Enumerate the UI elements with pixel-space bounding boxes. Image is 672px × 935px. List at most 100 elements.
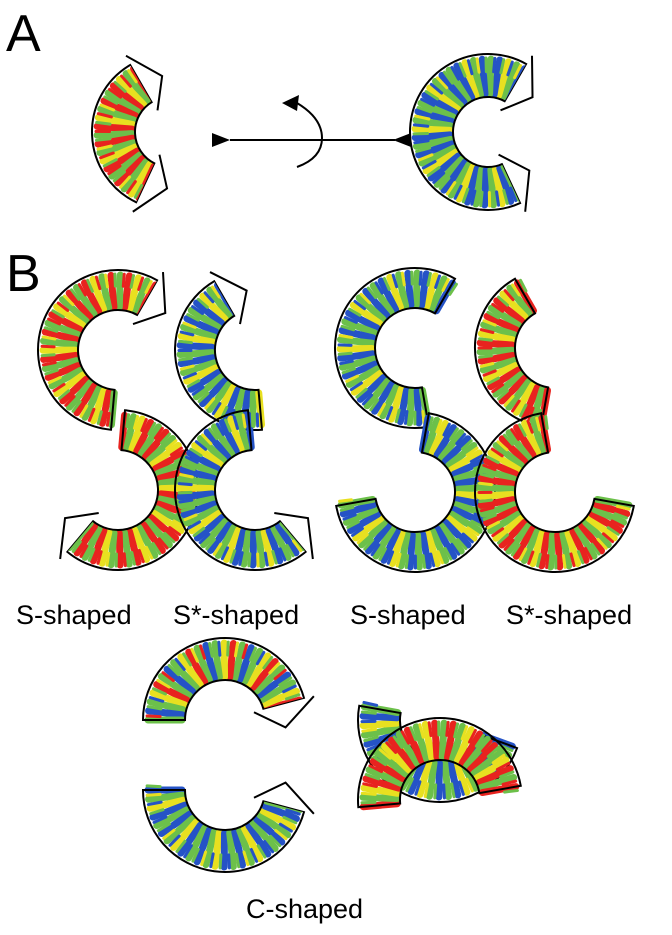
helix-stroke	[179, 484, 191, 485]
helix-stroke	[415, 141, 428, 143]
caption-s-shaped-2: S-shaped	[350, 602, 466, 629]
helix-stroke	[422, 274, 427, 306]
helix-stroke	[480, 356, 492, 357]
helix-stroke	[477, 59, 479, 72]
shape-s1-top	[38, 270, 165, 430]
helix-stroke	[111, 275, 114, 307]
shape-c1-bottom	[143, 783, 314, 872]
helix-stroke	[220, 855, 221, 868]
helix-stroke	[363, 797, 397, 798]
shape-s1-bottom	[60, 410, 198, 570]
helix-stroke	[97, 122, 110, 124]
shape-s2-bottom	[175, 410, 313, 570]
helix-stroke	[230, 643, 234, 677]
mirror-arrow-icon	[212, 133, 411, 147]
helix-stroke	[363, 729, 376, 731]
helix-stroke	[180, 494, 212, 497]
helix-stroke	[480, 350, 512, 352]
shape-s3-bottom	[336, 413, 495, 572]
helix-stroke	[243, 415, 245, 427]
helix-stroke	[106, 275, 108, 287]
helix-stroke	[219, 642, 220, 655]
helix-stroke	[362, 793, 375, 794]
shape-a-right	[410, 54, 533, 212]
helix-stroke	[180, 353, 212, 355]
helix-stroke	[480, 339, 492, 340]
helix-stroke	[147, 716, 160, 717]
helix-stroke	[418, 535, 420, 567]
helix-stroke	[481, 192, 482, 205]
helix-stroke	[410, 391, 412, 423]
helix-stroke	[490, 59, 491, 94]
caption-s-shaped-1: S-shaped	[16, 602, 132, 629]
helix-stroke	[215, 833, 219, 867]
helix-stroke	[435, 785, 436, 798]
helix-stroke	[563, 555, 565, 567]
helix-stroke	[414, 125, 427, 126]
helix-stroke	[429, 723, 431, 736]
helix-stroke	[558, 535, 560, 567]
helix-stroke	[494, 58, 495, 71]
caption-c-shaped: C-shaped	[246, 896, 363, 923]
helix-stroke	[497, 192, 499, 205]
helix-stroke	[416, 273, 417, 305]
helix-stroke	[125, 276, 130, 308]
helix-stroke	[363, 723, 397, 725]
helix-stroke	[43, 337, 55, 339]
helix-stroke	[265, 553, 267, 565]
helix-stroke	[340, 500, 352, 501]
helix-stroke	[340, 336, 352, 338]
helix-stroke	[547, 556, 548, 568]
helix-stroke	[123, 274, 124, 286]
helix-stroke	[363, 716, 397, 718]
shape-s3-top	[335, 268, 456, 428]
helix-stroke	[412, 272, 413, 284]
helix-stroke	[546, 417, 547, 429]
helix-stroke	[42, 355, 54, 356]
helix-stroke	[97, 134, 132, 136]
helix-stroke	[362, 712, 375, 713]
helix-stroke	[410, 535, 412, 567]
rotation-arrow-icon	[282, 95, 322, 167]
helix-stroke	[505, 790, 518, 792]
helix-stroke	[551, 535, 553, 567]
helix-stroke	[480, 495, 512, 497]
helix-stroke	[107, 413, 109, 425]
helix-stroke	[228, 642, 229, 655]
helix-stroke	[44, 341, 76, 345]
helix-stroke	[405, 411, 407, 423]
helix-stroke	[435, 723, 437, 757]
helix-stroke	[96, 139, 109, 141]
helix-stroke	[147, 786, 160, 787]
helix-stroke	[402, 273, 404, 285]
helix-stroke	[180, 358, 192, 360]
helix-stroke	[249, 554, 250, 566]
helix-stroke	[180, 341, 192, 342]
helix-stroke	[480, 483, 492, 484]
shape-c1-top	[143, 638, 314, 727]
helix-stroke	[124, 554, 125, 566]
helix-stroke	[406, 556, 407, 568]
helix-stroke	[147, 794, 160, 795]
helix-stroke	[42, 346, 54, 347]
helix-stroke	[97, 126, 132, 129]
helix-stroke	[444, 785, 445, 798]
helix-stroke	[423, 555, 425, 567]
helix-stroke	[480, 343, 512, 345]
shape-s4-bottom	[475, 413, 634, 572]
caption-s-star-shaped-1: S*-shaped	[173, 602, 299, 629]
helix-stroke	[253, 533, 254, 565]
helix-stroke	[480, 487, 512, 489]
helix-stroke	[229, 855, 230, 868]
helix-stroke	[447, 722, 448, 735]
helix-stroke	[415, 129, 450, 131]
helix-stroke	[180, 488, 212, 489]
helix-stroke	[180, 500, 192, 502]
helix-stroke	[259, 533, 262, 565]
shape-s4-top	[475, 279, 548, 427]
helix-stroke	[119, 533, 120, 565]
caption-s-star-shaped-2: S*-shaped	[506, 602, 632, 629]
helix-stroke	[180, 345, 212, 347]
